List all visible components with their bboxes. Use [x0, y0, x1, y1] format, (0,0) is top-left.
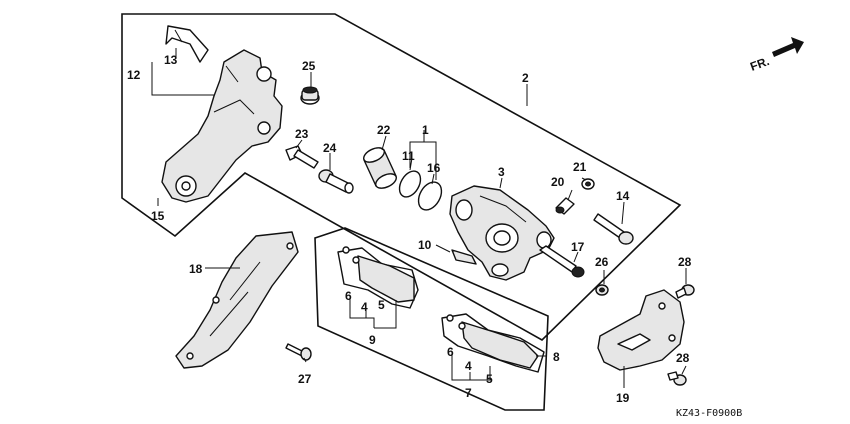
callout-8: 8 [553, 350, 560, 364]
callout-3: 3 [498, 165, 505, 179]
piston-seal [398, 170, 422, 198]
callout-23: 23 [295, 127, 309, 141]
cover-screw [285, 343, 312, 361]
pad-set-frame [314, 227, 549, 411]
callout-13: 13 [164, 53, 178, 67]
callout-6-lower: 6 [447, 345, 454, 359]
pin-bolt [285, 145, 319, 169]
nut [595, 284, 609, 296]
callout-25: 25 [302, 59, 316, 73]
pad-retainer-clip [165, 25, 209, 63]
callout-20: 20 [551, 175, 565, 189]
callout-11: 11 [402, 149, 415, 163]
callout-9: 9 [369, 333, 376, 347]
caliper-bracket [161, 49, 283, 203]
callout-2: 2 [522, 71, 529, 85]
guard-bolt-upper [675, 284, 695, 299]
callout-22: 22 [377, 123, 391, 137]
callout-14: 14 [616, 189, 630, 203]
callout-5-upper: 5 [378, 298, 385, 312]
callout-17: 17 [571, 240, 585, 254]
diagram-code: KZ43-F0900B [676, 408, 742, 419]
callout-16: 16 [427, 161, 441, 175]
front-arrow-icon [772, 37, 804, 57]
callout-18: 18 [189, 262, 203, 276]
callout-10: 10 [418, 238, 432, 252]
bleeder-valve [555, 197, 575, 215]
guard-bolt-lower [667, 371, 687, 386]
caliper-pin [318, 169, 354, 194]
callout-28-upper: 28 [678, 255, 692, 269]
callout-4-lower: 4 [465, 359, 472, 373]
bleeder-cap [581, 178, 595, 190]
caliper-body [449, 185, 555, 281]
callout-15: 15 [151, 209, 165, 223]
pin-boot [300, 86, 320, 105]
callout-6-upper: 6 [345, 289, 352, 303]
pad-pin [539, 245, 585, 278]
caliper-bolt [593, 213, 634, 245]
dust-seal [417, 181, 443, 211]
guard-bracket [597, 289, 685, 371]
brake-pad-upper [337, 246, 419, 309]
pad-spring [451, 249, 477, 265]
front-label: FR. [748, 54, 771, 74]
leader-lines [151, 48, 687, 388]
callout-4-upper: 4 [361, 300, 368, 314]
callout-27: 27 [298, 372, 312, 386]
callout-19: 19 [616, 391, 630, 405]
callout-24: 24 [323, 141, 337, 155]
callout-1: 1 [422, 123, 429, 137]
caliper-assembly-frame [121, 13, 682, 341]
callout-5-lower: 5 [486, 372, 493, 386]
callout-12: 12 [127, 68, 141, 82]
callout-28-lower: 28 [676, 351, 690, 365]
callout-26: 26 [595, 255, 609, 269]
callout-labels: 1 2 3 4 4 5 5 6 6 7 8 9 10 11 12 13 14 1… [127, 53, 692, 405]
brake-pad-lower [441, 313, 545, 373]
callout-7: 7 [465, 386, 472, 400]
front-direction-indicator: FR. [748, 37, 804, 74]
caliper-piston [363, 147, 397, 189]
disc-cover [175, 231, 299, 369]
callout-21: 21 [573, 160, 587, 174]
